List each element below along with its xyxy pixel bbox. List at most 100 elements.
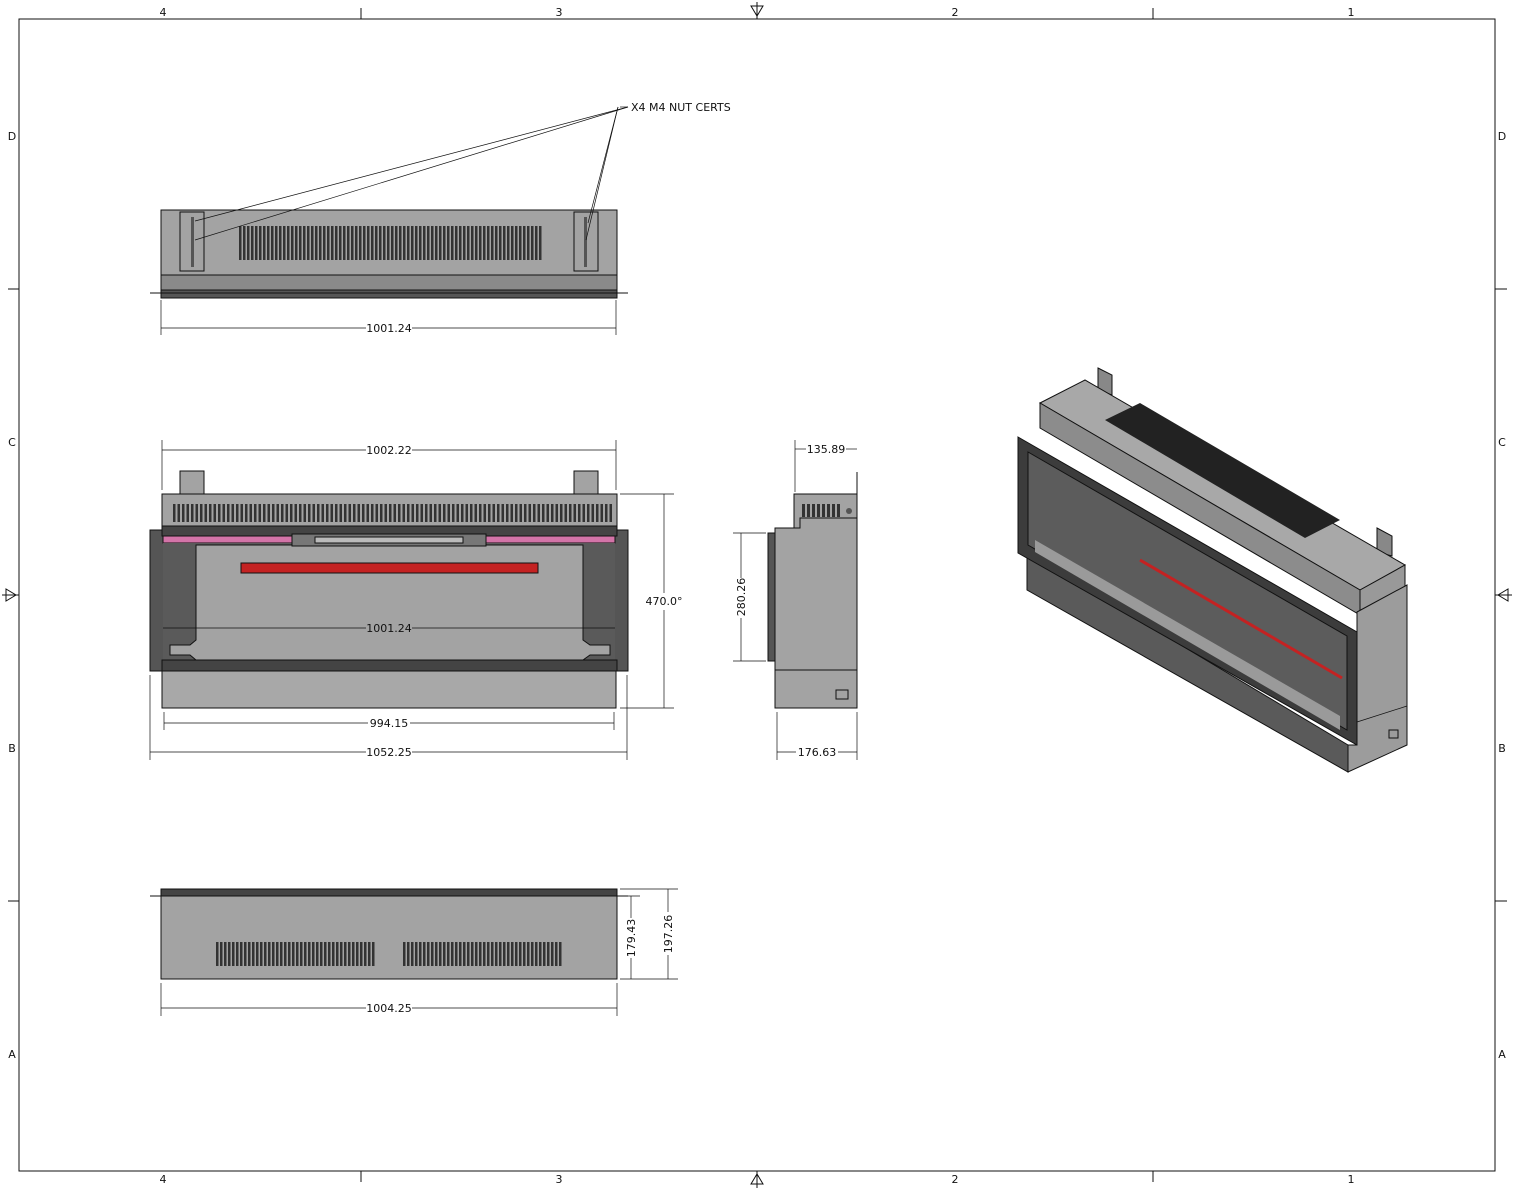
vent-slot: [294, 504, 297, 522]
vent-slot: [499, 942, 502, 966]
vent-slot: [483, 226, 486, 260]
vent-slot: [455, 942, 458, 966]
vent-slot: [218, 504, 221, 522]
vent-slot: [279, 226, 282, 260]
vent-slot: [243, 226, 246, 260]
vent-slot: [332, 942, 335, 966]
vent-slot: [228, 942, 231, 966]
vent-slot: [479, 942, 482, 966]
vent-slot: [379, 226, 382, 260]
vent-slot: [474, 504, 477, 522]
vent-slot: [344, 504, 347, 522]
vent-slot: [195, 504, 198, 522]
vent-slot: [501, 504, 504, 522]
vent-slot: [812, 504, 815, 517]
vent-slot: [419, 226, 422, 260]
vent-slot: [260, 942, 263, 966]
vent-slot: [200, 504, 203, 522]
vent-slot: [519, 226, 522, 260]
vent-slot: [316, 942, 319, 966]
vent-slot: [384, 504, 387, 522]
vent-slot: [609, 504, 612, 522]
vent-slot: [463, 942, 466, 966]
vent-slot: [416, 504, 419, 522]
vent-slot: [555, 942, 558, 966]
vent-slots: [173, 504, 612, 522]
dimension-label: 179.43: [625, 919, 638, 958]
side-view: 135.89 280.26 176.63: [733, 440, 858, 760]
vent-slot: [535, 226, 538, 260]
dimension-label: 280.26: [735, 578, 748, 617]
vent-slot: [435, 226, 438, 260]
vent-slot: [224, 942, 227, 966]
vent-slot: [832, 504, 835, 517]
vent-slot: [411, 226, 414, 260]
vent-slot: [495, 226, 498, 260]
vent-slot: [537, 504, 540, 522]
vent-slot: [531, 226, 534, 260]
vent-slot: [542, 504, 545, 522]
vent-slot: [434, 504, 437, 522]
vent-slot: [403, 942, 406, 966]
vent-slot: [407, 226, 410, 260]
vent-slot: [402, 504, 405, 522]
vent-slot: [263, 226, 266, 260]
vent-slot: [527, 942, 530, 966]
vent-slot: [475, 226, 478, 260]
vent-slot: [317, 504, 320, 522]
vent-slot: [312, 942, 315, 966]
dimension-label: 1004.25: [366, 1002, 412, 1015]
vent-slot: [232, 942, 235, 966]
vent-slot: [362, 504, 365, 522]
vent-slot: [291, 226, 294, 260]
vent-slot: [296, 942, 299, 966]
dimension-label: 1052.25: [366, 746, 412, 759]
vent-slot: [506, 504, 509, 522]
vent-slot: [319, 226, 322, 260]
vent-slot: [295, 226, 298, 260]
vent-slot: [267, 504, 270, 522]
column-label: 2: [952, 1173, 959, 1186]
vent-slot: [303, 504, 306, 522]
vent-slot: [471, 942, 474, 966]
vent-slot: [587, 504, 590, 522]
vent-slot: [523, 226, 526, 260]
vent-slot: [591, 504, 594, 522]
vent-slot: [539, 226, 542, 260]
dimension-label: 470.0°: [646, 595, 683, 608]
vent-slot: [336, 942, 339, 966]
vent-slot: [429, 504, 432, 522]
mount-bracket: [179, 470, 205, 495]
vent-slot: [427, 226, 430, 260]
vent-slot: [443, 942, 446, 966]
vent-slot: [263, 504, 266, 522]
dimension-label: 1001.24: [366, 322, 412, 335]
row-label: B: [8, 742, 16, 755]
vent-slot: [531, 942, 534, 966]
dimension-label: 994.15: [370, 717, 409, 730]
vent-slot: [280, 942, 283, 966]
vent-slot: [511, 226, 514, 260]
zone-labels: 4 3 2 1 4 3 2 1 D C B A D C B A: [8, 6, 1506, 1186]
column-label: 4: [160, 6, 167, 19]
vent-slot: [411, 942, 414, 966]
vent-slot: [389, 504, 392, 522]
zone-ticks: [8, 8, 1507, 1182]
vent-slot: [285, 504, 288, 522]
vent-slot: [352, 942, 355, 966]
vent-slot: [439, 226, 442, 260]
vent-slot: [807, 504, 810, 517]
vent-slot: [817, 504, 820, 517]
vent-slot: [360, 942, 363, 966]
vent-slot: [560, 504, 563, 522]
vent-slot: [340, 942, 343, 966]
vent-slot: [527, 226, 530, 260]
vent-slot: [380, 504, 383, 522]
vent-slot: [483, 504, 486, 522]
dimension-label: 1001.24: [366, 622, 412, 635]
vent-slot: [491, 942, 494, 966]
vent-slot: [355, 226, 358, 260]
vent-slot: [499, 226, 502, 260]
vent-slot: [186, 504, 189, 522]
